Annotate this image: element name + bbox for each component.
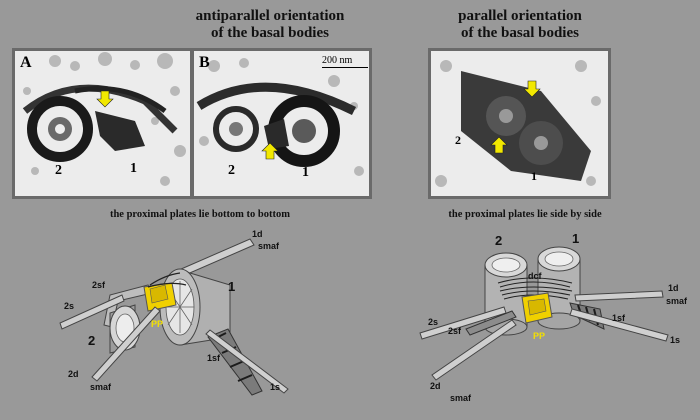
right-diagram-label-1d: 1d bbox=[668, 283, 679, 293]
panel-a-letter: A bbox=[20, 54, 32, 71]
micrograph-panel-b: B 200 nm 2 1 bbox=[191, 48, 372, 199]
right-diagram-label-pp: PP bbox=[533, 331, 546, 341]
left-diagram-label-2sf: 2sf bbox=[92, 280, 106, 290]
right-diagram-label-2: 2 bbox=[495, 233, 503, 248]
right-diagram-label-2s: 2s bbox=[428, 317, 439, 327]
micrograph-right-image bbox=[431, 51, 608, 196]
panel-a-label-2: 2 bbox=[55, 163, 62, 178]
micrograph-panel-right: 2 1 bbox=[428, 48, 611, 199]
panel-b-label-1: 1 bbox=[302, 165, 309, 180]
right-heading-line2: of the basal bodies bbox=[461, 25, 579, 41]
right-heading: parallel orientation of the basal bodies bbox=[410, 8, 630, 42]
micrograph-b-image bbox=[194, 51, 369, 196]
right-basal-body-diagram: 2 1 dcf 1d smaf 2s 2sf PP 1sf 1s 2d smaf bbox=[400, 225, 700, 415]
panel-b-label-2: 2 bbox=[228, 163, 235, 178]
right-diagram-label-2sf: 2sf bbox=[448, 326, 462, 336]
left-diagram-label-smaf-top: smaf bbox=[258, 241, 280, 251]
micrograph-a-image bbox=[15, 51, 190, 196]
left-diagram-label-1: 1 bbox=[228, 279, 236, 294]
panel-b-letter: B bbox=[199, 54, 210, 71]
scale-bar bbox=[322, 67, 368, 68]
right-diagram-label-dcf: dcf bbox=[528, 271, 542, 281]
scale-bar-label: 200 nm bbox=[322, 55, 353, 66]
right-diagram-drawing bbox=[419, 246, 669, 381]
right-caption: the proximal plates lie side by side bbox=[448, 209, 602, 220]
left-diagram-label-2: 2 bbox=[88, 333, 96, 348]
micrograph-panel-a: A 2 1 bbox=[12, 48, 193, 199]
left-diagram-label-2s: 2s bbox=[64, 301, 75, 311]
right-diagram-label-1s: 1s bbox=[670, 335, 681, 345]
left-diagram-label-2d: 2d bbox=[68, 369, 79, 379]
left-caption: the proximal plates lie bottom to bottom bbox=[109, 209, 291, 220]
left-diagram-label-smaf-bottom: smaf bbox=[90, 382, 112, 392]
right-diagram-label-smaf-right: smaf bbox=[666, 296, 688, 306]
left-diagram-label-pp: PP bbox=[151, 319, 164, 329]
right-diagram-label-1: 1 bbox=[572, 231, 580, 246]
left-diagram-label-1sf: 1sf bbox=[207, 353, 221, 363]
left-diagram-drawing bbox=[59, 238, 289, 396]
left-heading-line2: of the basal bodies bbox=[211, 25, 329, 41]
panel-a-label-1: 1 bbox=[130, 161, 137, 176]
right-panel-label-2: 2 bbox=[455, 133, 461, 147]
right-diagram-label-smaf-bottom: smaf bbox=[450, 393, 472, 403]
right-diagram-label-2d: 2d bbox=[430, 381, 441, 391]
right-heading-line1: parallel orientation bbox=[458, 8, 582, 24]
right-panel-label-1: 1 bbox=[531, 169, 537, 183]
left-heading: antiparallel orientation of the basal bo… bbox=[150, 8, 390, 42]
left-diagram-label-1s: 1s bbox=[270, 382, 281, 392]
right-diagram-label-1sf: 1sf bbox=[612, 313, 626, 323]
left-basal-body-diagram: 1d smaf 2sf 2s 1 2 PP 1sf 2d smaf 1s bbox=[0, 225, 350, 415]
left-heading-line1: antiparallel orientation bbox=[195, 8, 345, 24]
left-diagram-label-1d: 1d bbox=[252, 229, 263, 239]
